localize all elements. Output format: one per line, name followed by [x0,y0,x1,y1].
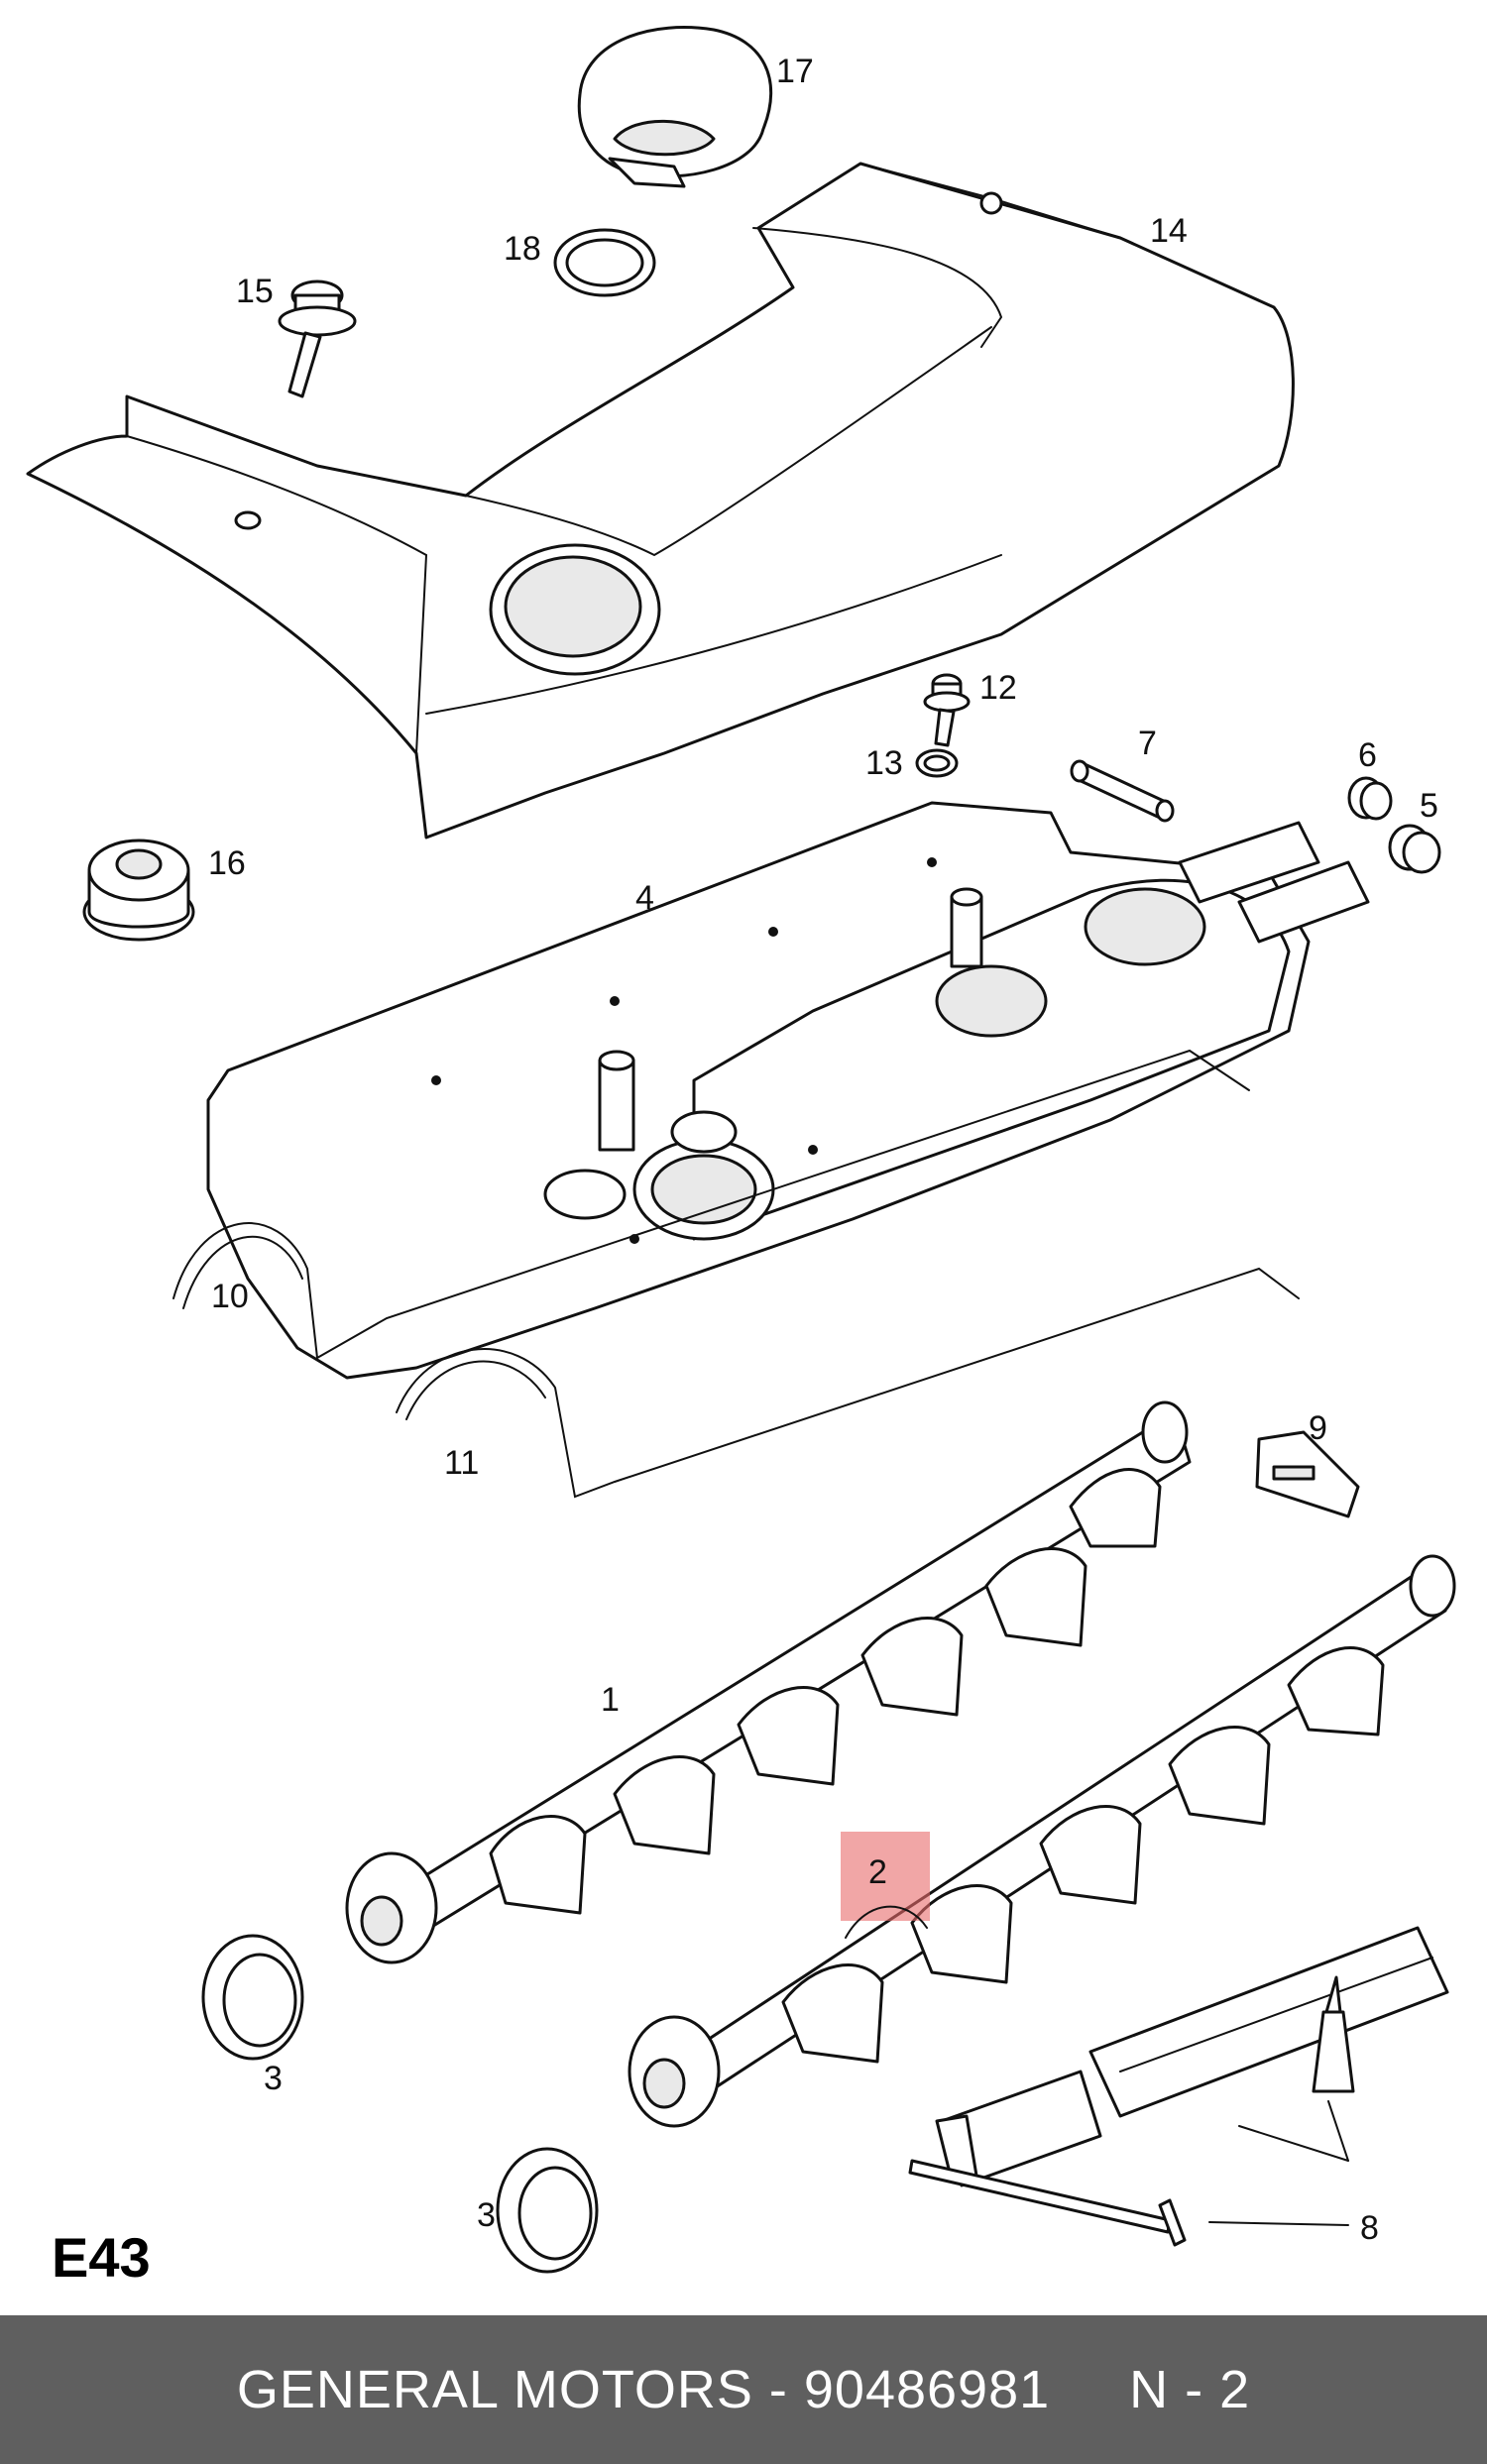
callout-7: 7 [1138,725,1157,762]
washer[interactable] [915,748,959,778]
parts-diagram: 17 14 18 15 12 13 7 6 5 16 4 10 9 11 1 2… [26,26,1456,2274]
engine-top-cover[interactable] [26,162,1295,840]
callout-3-lower: 3 [477,2196,496,2234]
grommet[interactable] [82,839,195,942]
cover-bolt[interactable] [278,280,357,398]
callout-15: 15 [236,273,274,310]
part-number-text: GENERAL MOTORS - 90486981 [236,2360,1051,2419]
diagram-code: E43 [52,2226,151,2289]
intake-camshaft[interactable] [345,1400,1192,1964]
camshaft-housing[interactable] [206,801,1370,1380]
callout-17: 17 [776,53,814,90]
callout-9: 9 [1309,1409,1327,1447]
camshaft-seal-upper[interactable] [201,1934,304,2061]
callout-6: 6 [1358,736,1377,774]
callout-1: 1 [601,1681,620,1719]
footer-bar: GENERAL MOTORS - 90486981 N - 2 [0,2315,1487,2464]
callout-8: 8 [1360,2209,1379,2247]
sensor-block[interactable] [1255,1430,1360,1518]
callout-2: 2 [868,1853,887,1891]
callout-11: 11 [444,1444,479,1482]
dowel-pin[interactable] [1070,759,1175,823]
position-text: N - 2 [1129,2360,1251,2419]
oil-filler-cap[interactable] [577,26,773,188]
exhaust-camshaft[interactable] [628,1554,1456,2128]
housing-gasket-right[interactable] [396,1267,1300,1499]
leader-lines [845,1905,1349,2226]
callout-5: 5 [1420,787,1438,825]
callout-13: 13 [865,744,903,782]
small-bolt[interactable] [923,673,971,747]
callout-12: 12 [979,669,1017,707]
callout-3-upper: 3 [264,2060,283,2097]
callout-18: 18 [504,230,541,268]
plug-large[interactable] [1388,824,1441,874]
callout-14: 14 [1150,212,1188,250]
callout-4: 4 [635,879,654,917]
filler-cap-seal-ring[interactable] [553,228,656,297]
housing-gasket-left[interactable] [172,1049,1250,1360]
plug-small[interactable] [1347,776,1393,821]
sealant-kit[interactable] [908,1926,1449,2247]
callout-16: 16 [208,844,246,882]
camshaft-seal-lower[interactable] [496,2147,599,2274]
callout-10: 10 [211,1278,249,1315]
